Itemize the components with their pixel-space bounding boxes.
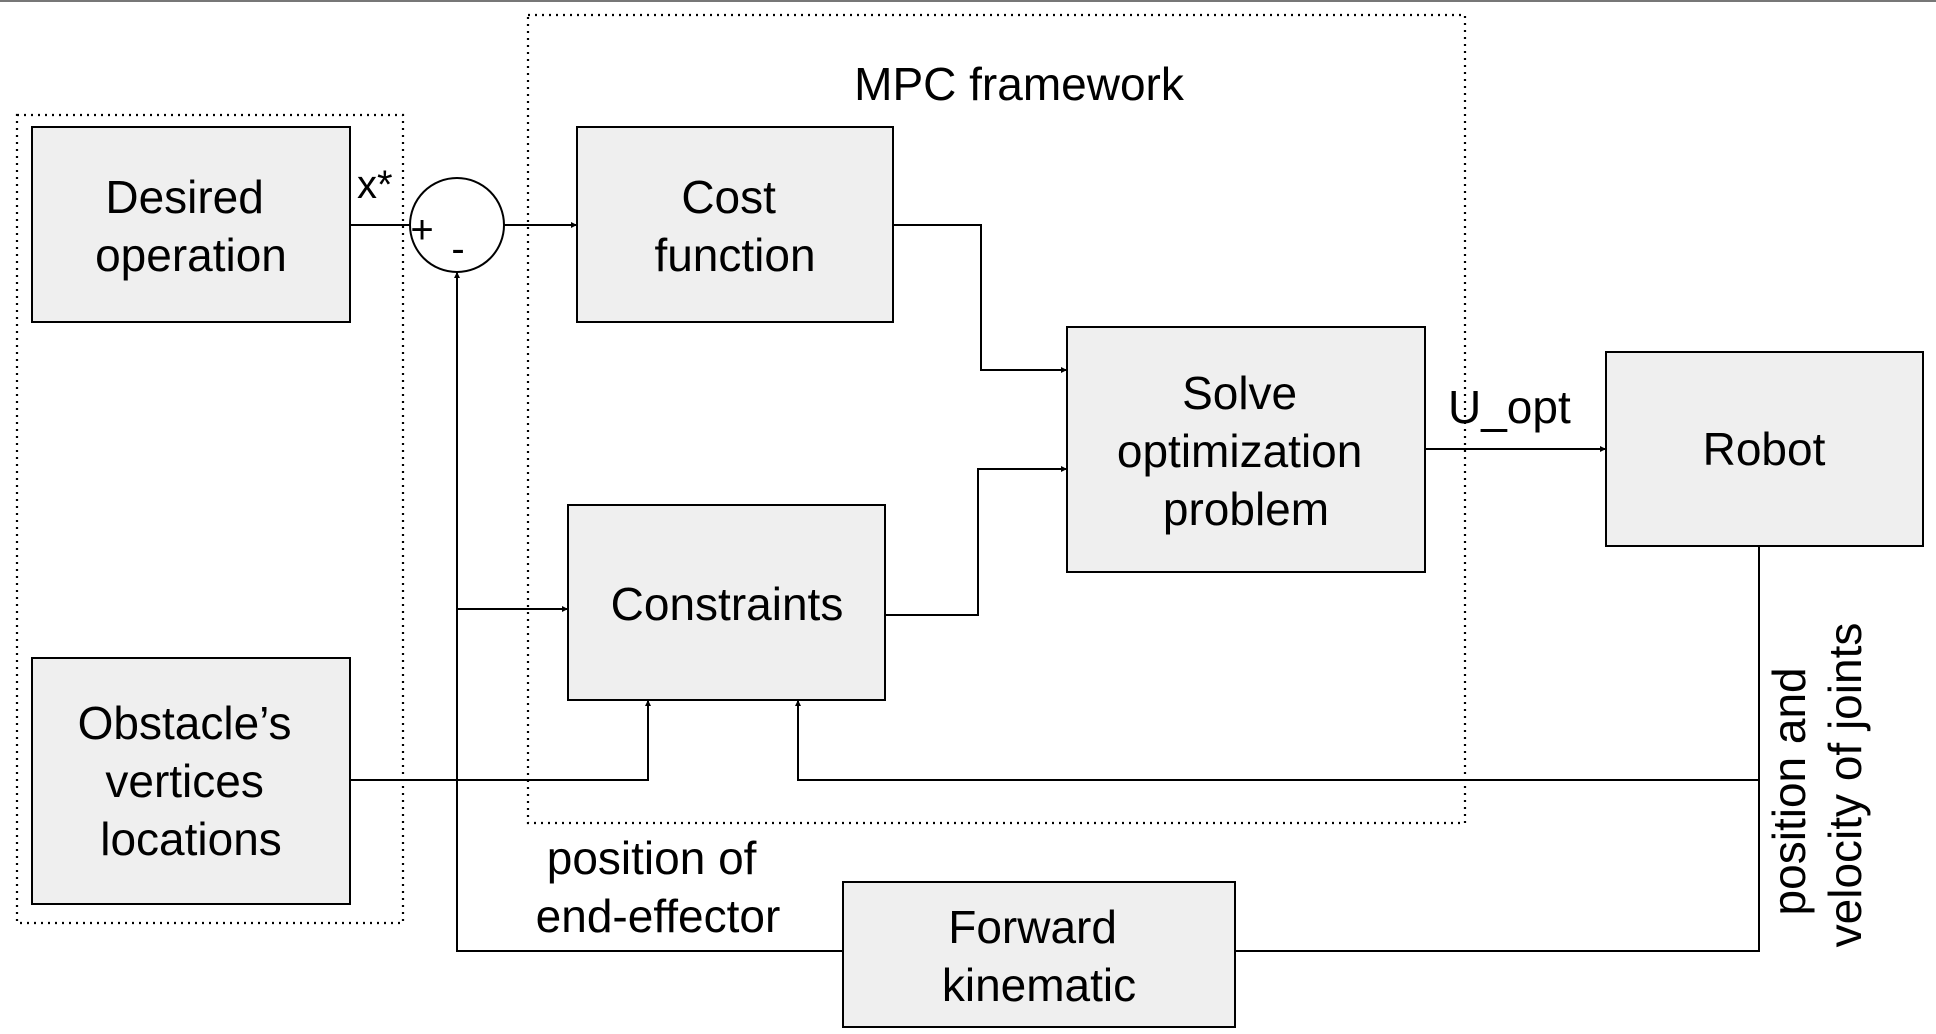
desired-operation-block[interactable]: Desired operation (31, 126, 351, 323)
uopt-label: U_opt (1448, 381, 1571, 433)
svg-text:Solve optimization: Solve optimization problem (1117, 367, 1375, 535)
svg-text:Cost function: Cost function (654, 171, 815, 281)
svg-text:Forward kinematic: Forward kinematic (942, 901, 1136, 1011)
end-effector-label: position of end-effector (536, 832, 781, 942)
mpc-framework-frame (526, 13, 1467, 825)
svg-text:Desired operation: Desired operation (95, 171, 287, 281)
robot-block[interactable]: Robot (1605, 351, 1924, 547)
robot-to-forward-kinematic-wire (1235, 780, 1760, 952)
obstacle-to-constraints-wire (350, 700, 651, 781)
svg-text:Robot: Robot (1703, 423, 1826, 475)
minus-sign: - (451, 227, 464, 271)
forward-kinematic-block[interactable]: Forward kinematic (842, 881, 1236, 1028)
cost-to-solver-wire (893, 224, 1067, 373)
constraints-to-solver-wire (885, 466, 1067, 616)
svg-text:Obstacle’s vertices: Obstacle’s vertices locations (78, 697, 305, 865)
solve-optimization-block[interactable]: Solve optimization problem (1066, 326, 1426, 573)
plus-sign: + (410, 208, 433, 252)
inputs-frame (15, 113, 405, 925)
svg-text:Constraints: Constraints (611, 578, 844, 630)
cost-function-block[interactable]: Cost function (576, 126, 894, 323)
setpoint-label: x* (357, 163, 393, 207)
obstacle-vertices-block[interactable]: Obstacle’s vertices locations (31, 657, 351, 905)
joints-label: position and velocity of joints (1763, 623, 1871, 948)
constraints-block[interactable]: Constraints (567, 504, 886, 701)
robot-to-constraints-wire (795, 546, 1760, 781)
end-effector-feedback-wire (454, 272, 843, 952)
mpc-framework-title: MPC framework (854, 58, 1185, 110)
